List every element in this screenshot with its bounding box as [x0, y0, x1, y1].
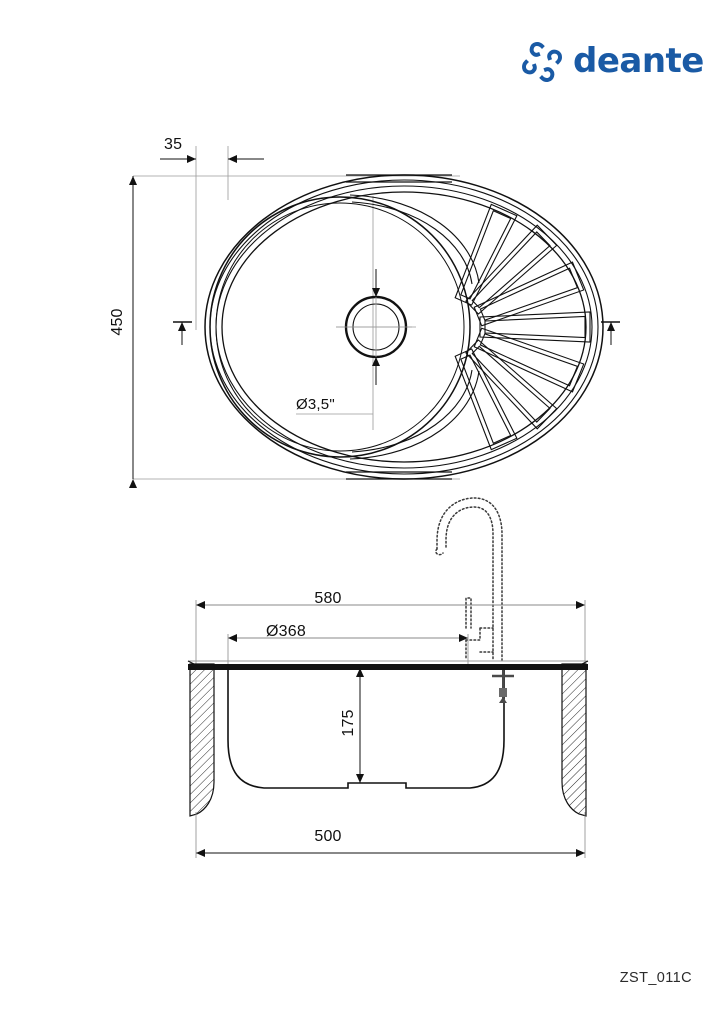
dimension-500: [195, 812, 586, 858]
brand-logo: deante: [520, 36, 704, 88]
pinwheel-logo-mark: [522, 42, 562, 82]
bowl-section-profile: [227, 668, 505, 789]
drainer-grooves: [454, 203, 591, 451]
drainer-groove: [465, 339, 558, 430]
dimension-580: [195, 600, 586, 668]
plan-view: [129, 146, 620, 488]
drainer-channel: [349, 194, 480, 460]
dimension-label-175: 175: [340, 709, 357, 737]
section-hatch-right: [561, 663, 587, 817]
section-hatch-left: [189, 663, 215, 817]
dimension-label-500: 500: [314, 828, 342, 845]
drainer-groove: [454, 203, 518, 306]
dimension-label-580: 580: [314, 590, 342, 607]
product-code-label: ZST_011C: [619, 970, 692, 986]
drain-hole: [336, 287, 416, 367]
dimension-368: [227, 634, 469, 668]
rim-flat-edges: [346, 174, 452, 480]
drainer-groove: [465, 224, 558, 315]
drainer-groove: [473, 327, 585, 393]
drainer-groove: [454, 348, 518, 451]
countertop-slab: [187, 660, 589, 670]
dimension-label-drain-diameter: Ø3,5": [296, 396, 335, 413]
brand-wordmark: deante: [573, 40, 704, 81]
gooseneck-faucet: [435, 497, 503, 661]
dimension-label-450: 450: [109, 308, 126, 336]
drainer-groove: [473, 261, 585, 327]
section-view: [187, 497, 589, 858]
dimension-label-35: 35: [164, 136, 183, 153]
sink-bowl-outline: [209, 196, 471, 458]
drain-stud: [492, 670, 514, 703]
dimension-450: [129, 176, 620, 488]
dimension-label-368: Ø368: [266, 623, 306, 640]
